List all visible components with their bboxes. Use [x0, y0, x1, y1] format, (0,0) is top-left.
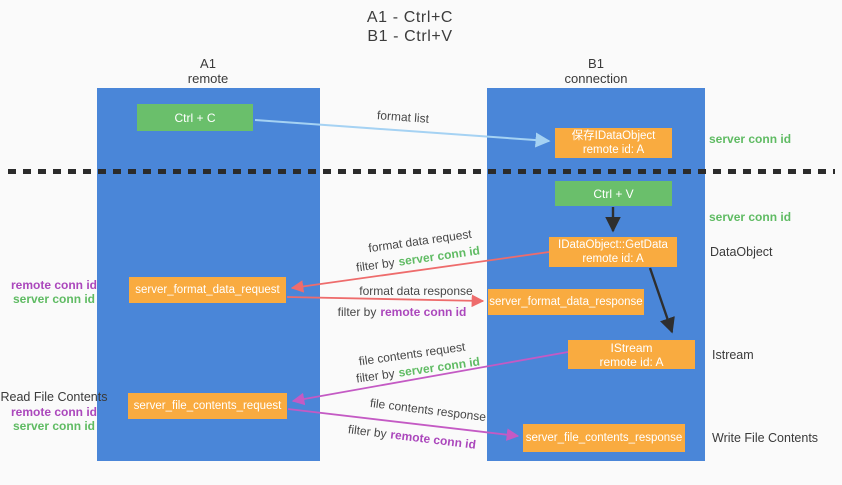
filter-by-text: filter by	[347, 422, 388, 441]
left-label-group-file: Read File Contents remote conn id server…	[0, 390, 108, 434]
istream-line1: IStream	[610, 340, 653, 355]
dotted-separator	[8, 169, 835, 174]
server-format-data-request-node: server_format_data_request	[129, 277, 286, 303]
lane-a1-subtitle: remote	[187, 71, 229, 86]
getdata-line1: IDataObject::GetData	[558, 239, 668, 251]
istream-node: IStream remote id: A	[568, 340, 695, 369]
left-label-remote-conn-id-1: remote conn id	[10, 278, 97, 292]
save-idataobject-line1: 保存IDataObject	[571, 130, 656, 142]
filter-by-text: filter by	[355, 366, 396, 386]
filter-by-text: filter by	[337, 305, 377, 319]
title-line-1: A1 - Ctrl+C	[366, 9, 454, 26]
label-file-contents-response: file contents response	[369, 395, 487, 425]
lane-b1-name: B1	[588, 56, 604, 71]
right-label-server-conn-id-top: server conn id	[709, 132, 792, 146]
ctrl-v-label: Ctrl + V	[593, 186, 634, 201]
lane-a1-name: A1	[200, 56, 216, 71]
filter-by-text: filter by	[355, 255, 396, 275]
lane-header-b1: B1 connection	[536, 56, 656, 86]
right-label-write-file-contents: Write File Contents	[712, 431, 819, 445]
left-label-group-format: remote conn id server conn id	[0, 278, 108, 306]
left-label-remote-conn-id-2: remote conn id	[10, 404, 97, 419]
server-file-contents-request-label: server_file_contents_request	[133, 400, 282, 412]
server-format-data-response-label: server_format_data_response	[489, 296, 643, 308]
left-label-server-conn-id-1: server conn id	[12, 292, 96, 306]
lane-header-a1: A1 remote	[148, 56, 268, 86]
label-format-list: format list	[376, 108, 430, 126]
server-file-contents-response-node: server_file_contents_response	[523, 424, 685, 452]
remote-conn-id-text: remote conn id	[389, 427, 477, 452]
save-idataobject-line2: remote id: A	[582, 144, 645, 156]
right-label-istream: Istream	[712, 348, 754, 362]
ctrl-c-node: Ctrl + C	[137, 104, 253, 131]
getdata-node: IDataObject::GetData remote id: A	[549, 237, 677, 267]
server-format-data-response-node: server_format_data_response	[488, 289, 644, 315]
lane-b1-subtitle: connection	[564, 71, 628, 86]
right-label-server-conn-id-mid: server conn id	[709, 210, 792, 224]
server-format-data-request-label: server_format_data_request	[135, 284, 280, 296]
server-file-contents-response-label: server_file_contents_response	[525, 432, 683, 444]
ctrl-v-node: Ctrl + V	[555, 181, 672, 206]
title-line-2: B1 - Ctrl+V	[367, 28, 453, 45]
left-label-server-conn-id-2: server conn id	[12, 419, 96, 433]
right-label-dataobject: DataObject	[710, 245, 773, 259]
save-idataobject-node: 保存IDataObject remote id: A	[555, 128, 672, 158]
getdata-line2: remote id: A	[582, 253, 644, 265]
diagram-title: A1 - Ctrl+C B1 - Ctrl+V	[0, 8, 820, 46]
remote-conn-id-text: remote conn id	[380, 305, 467, 319]
istream-line2: remote id: A	[599, 354, 664, 369]
ctrl-c-label: Ctrl + C	[174, 110, 216, 125]
label-format-data-response: format data response	[359, 284, 473, 298]
left-label-read-file-contents: Read File Contents	[0, 390, 108, 404]
server-file-contents-request-node: server_file_contents_request	[128, 393, 287, 419]
